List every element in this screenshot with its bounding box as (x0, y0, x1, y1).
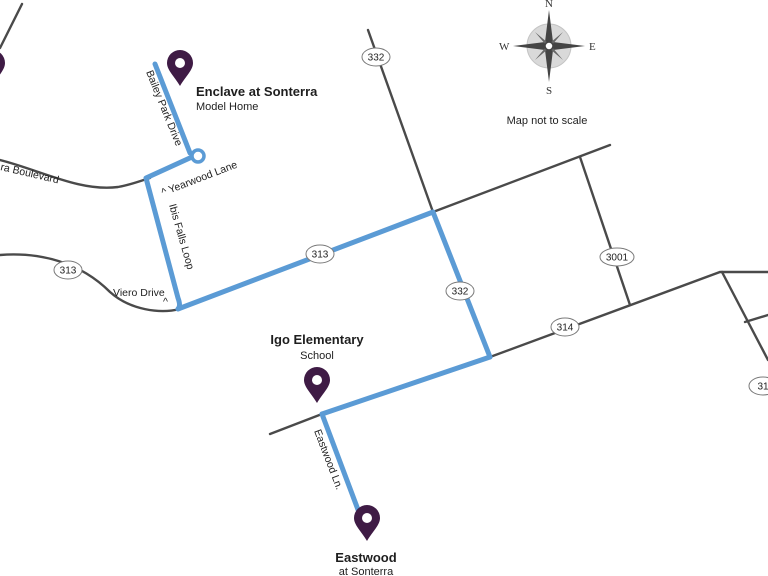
road-fm314 (488, 270, 768, 359)
eastwood-title: Eastwood (335, 550, 396, 565)
compass-needle-east (549, 42, 585, 50)
map-pin-icon (0, 52, 5, 75)
road-right-diagonal (720, 270, 768, 362)
route-cul-de-sac (190, 148, 206, 164)
road-network (0, 2, 768, 436)
compass-letter-n: N (545, 0, 553, 10)
compass-needle-nw (535, 32, 549, 46)
road-boulevard (0, 158, 152, 189)
road-fm3001 (578, 155, 632, 307)
shield-3001: 3001 (599, 247, 635, 267)
shield-3001-label: 3001 (606, 253, 629, 264)
pin-hole (175, 58, 185, 68)
shield-313-left: 313 (53, 260, 83, 280)
compass-center (544, 41, 554, 51)
pin-hole (362, 513, 372, 523)
route-bailey-park-drive (152, 61, 193, 156)
location-labels: Enclave at Sonterra Model Home Igo Eleme… (196, 84, 397, 576)
road-upper-east (431, 143, 612, 214)
road-top-left-partial (0, 2, 24, 50)
route-eastwood-ln (319, 411, 363, 518)
compass-needle-se (549, 46, 563, 60)
shield-31-partial-label: 31 (757, 382, 768, 393)
shield-332-north: 332 (361, 47, 391, 67)
route-to-igo (319, 354, 493, 417)
street-label-viero-drive: Viero Drive (113, 287, 165, 299)
compass-needle-ne (549, 32, 563, 46)
shield-313-right-label: 313 (312, 250, 329, 261)
street-label-viero-arrow: ^ (163, 296, 168, 308)
shield-31-partial: 31 (748, 376, 768, 396)
shield-313-right: 313 (305, 244, 335, 264)
enclave-title: Enclave at Sonterra (196, 84, 318, 99)
compass-letter-w: W (499, 41, 510, 53)
compass-needle-sw (535, 46, 549, 60)
route-fm313 (175, 209, 436, 312)
road-igo-west (268, 412, 324, 436)
road-right-spur (743, 313, 768, 324)
igo-subtitle: School (300, 350, 334, 362)
shield-332-mid: 332 (445, 281, 475, 301)
compass-needle-north (545, 10, 553, 46)
partial-pin-left-edge (0, 52, 5, 75)
eastwood-subtitle: at Sonterra (339, 566, 394, 576)
shield-314-label: 314 (557, 323, 574, 334)
street-label-boulevard: ra Boulevard (0, 161, 60, 186)
compass-needle-west (513, 42, 549, 50)
road-viero-drive (0, 253, 182, 313)
scale-note: Map not to scale (507, 115, 588, 127)
shield-332-mid-label: 332 (452, 287, 469, 298)
compass-letter-s: S (546, 85, 552, 97)
shield-314: 314 (550, 317, 580, 337)
enclave-pin[interactable] (167, 50, 193, 86)
compass-letter-e: E (589, 41, 596, 53)
enclave-subtitle: Model Home (196, 101, 258, 113)
igo-title: Igo Elementary (270, 332, 364, 347)
pin-hole (312, 375, 322, 385)
shield-332-north-label: 332 (368, 53, 385, 64)
highway-shields: 332 313 313 332 3001 314 31 (53, 47, 768, 396)
driving-route (143, 61, 493, 518)
eastwood-pin[interactable] (354, 505, 380, 541)
igo-pin[interactable] (304, 367, 330, 403)
shield-313-left-label: 313 (60, 266, 77, 277)
compass-needle-south (545, 46, 553, 82)
location-pins (0, 50, 380, 541)
compass-rose-icon: N S E W (499, 0, 596, 97)
